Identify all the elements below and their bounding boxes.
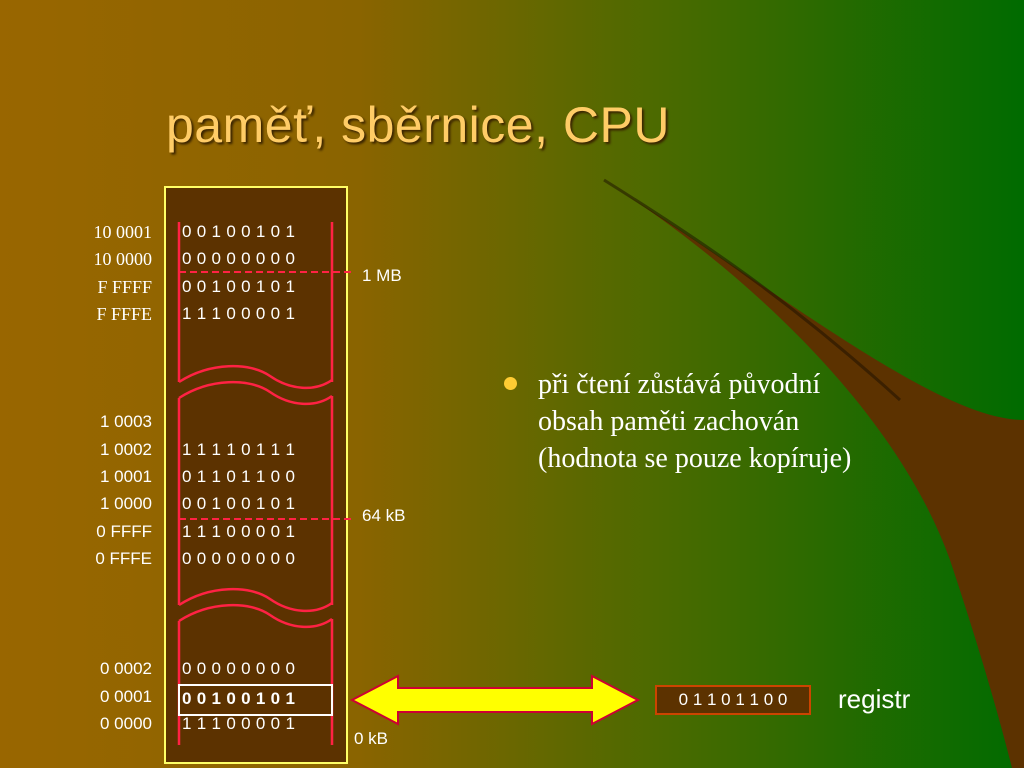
bus-arrow <box>349 674 641 726</box>
address-label: 1 0000 <box>100 494 152 513</box>
memory-cell-bits: 0 0 0 0 0 0 0 0 <box>182 249 296 268</box>
memory-cell-bits: 0 0 1 0 0 1 0 1 <box>182 494 296 513</box>
break-wave-4 <box>178 603 333 629</box>
address-label: 1 0003 <box>100 412 152 431</box>
memory-cell-bits: 1 1 1 0 0 0 0 1 <box>182 304 296 323</box>
address-label: 10 0001 <box>93 222 153 242</box>
selected-cell-box <box>178 684 333 716</box>
address-label: 1 0002 <box>100 440 152 459</box>
memory-cell-bits: 1 1 1 0 0 0 0 1 <box>182 522 296 541</box>
bullet-text-line: obsah paměti zachován <box>538 406 800 437</box>
break-wave-3 <box>178 587 333 613</box>
address-label: 0 0000 <box>100 714 152 733</box>
address-label: F FFFE <box>96 304 152 324</box>
bullet-text-line: (hodnota se pouze kopíruje) <box>538 443 852 474</box>
address-label: F FFFF <box>97 277 152 297</box>
memory-cell-bits: 0 0 1 0 0 1 0 1 <box>182 277 296 296</box>
break-wave-2 <box>178 380 333 406</box>
memory-cell-bits: 1 1 1 0 0 0 0 1 <box>182 714 296 733</box>
slide-title: paměť, sběrnice, CPU <box>166 97 670 153</box>
address-label: 0 0001 <box>100 687 152 706</box>
address-label: 0 0002 <box>100 659 152 678</box>
memory-cell-bits: 0 0 0 0 0 0 0 0 <box>182 659 296 678</box>
memory-cell-bits: 0 1 1 0 1 1 0 0 <box>182 467 296 486</box>
address-label: 0 FFFF <box>96 522 152 541</box>
break-wave-1 <box>178 364 333 390</box>
marker-0kb-label: 0 kB <box>354 729 389 748</box>
memory-cell-bits: 0 0 0 0 0 0 0 0 <box>182 549 296 568</box>
selected-memory-cell-bits: 0 0 1 0 0 1 0 1 <box>182 689 296 708</box>
memory-cell-bits: 1 1 1 1 0 1 1 1 <box>182 440 296 459</box>
address-label: 10 0000 <box>93 249 153 269</box>
address-label: 1 0001 <box>100 467 152 486</box>
cpu-register: 0 1 1 0 1 1 0 0 <box>655 685 811 715</box>
memory-cell-bits: 0 0 1 0 0 1 0 1 <box>182 222 296 241</box>
marker-64kb-label: 64 kB <box>362 506 406 525</box>
marker-1mb-label: 1 MB <box>362 266 402 285</box>
register-label: registr <box>838 684 911 714</box>
bullet-dot-icon <box>504 377 517 390</box>
address-label: 0 FFFE <box>95 549 152 568</box>
memory-block <box>164 186 348 764</box>
bullet-text-line: při čtení zůstává původní <box>538 369 821 400</box>
